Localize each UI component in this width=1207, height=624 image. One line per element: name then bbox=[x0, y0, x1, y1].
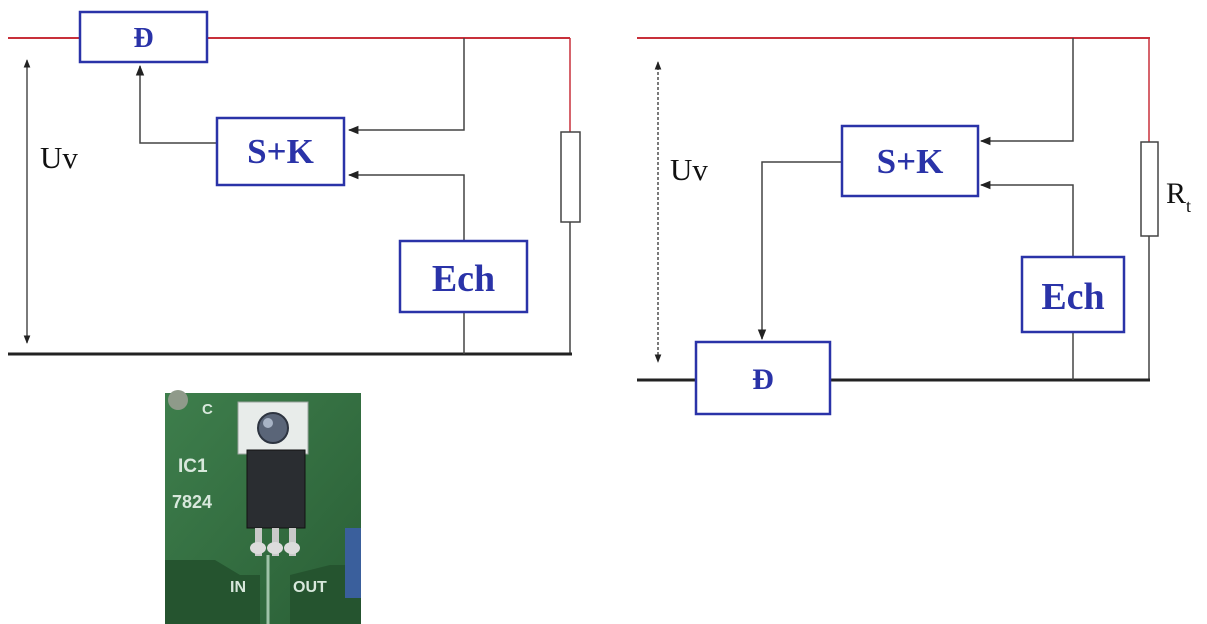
pcb-component-top-left bbox=[168, 390, 188, 410]
series-regulator-diagram: Uv Đ S+K Ech bbox=[8, 12, 580, 354]
right-load-resistor bbox=[1141, 142, 1158, 236]
left-block-ech-label: Ech bbox=[432, 258, 495, 300]
ic-solder-3 bbox=[284, 542, 300, 554]
left-load-resistor bbox=[561, 132, 580, 222]
right-block-ech-label: Ech bbox=[1041, 276, 1104, 318]
pcb-label-ic1: IC1 bbox=[178, 456, 208, 477]
left-wire-sk-to-d bbox=[140, 66, 217, 143]
ic-tab-screw-highlight bbox=[263, 418, 273, 428]
left-wire-supply-to-sk bbox=[349, 38, 464, 130]
right-voltage-label: Uv bbox=[670, 152, 708, 187]
left-wire-ech-to-sk bbox=[349, 175, 464, 241]
right-wire-sk-to-d bbox=[762, 162, 842, 339]
pcb-label-7824: 7824 bbox=[172, 492, 212, 512]
left-voltage-label: Uv bbox=[40, 140, 78, 175]
left-block-d-label: Đ bbox=[133, 23, 153, 54]
ic-body bbox=[247, 450, 305, 528]
right-wire-supply-to-sk bbox=[981, 38, 1073, 141]
ic-tab-screw bbox=[258, 413, 288, 443]
ic-solder-2 bbox=[267, 542, 283, 554]
shunt-regulator-diagram: Rt Uv S+K Ech Đ bbox=[637, 38, 1191, 414]
pcb-label-out: OUT bbox=[293, 579, 327, 596]
right-wire-ech-to-sk bbox=[981, 185, 1073, 257]
right-block-d-label: Đ bbox=[752, 363, 774, 396]
ic-7824-photo: C IC1 7824 IN OUT bbox=[165, 390, 361, 624]
pcb-label-in: IN bbox=[230, 579, 246, 596]
pcb-label-c: C bbox=[202, 401, 213, 418]
right-load-label: Rt bbox=[1166, 177, 1191, 216]
pcb-blue-component bbox=[345, 528, 361, 598]
left-block-sk-label: S+K bbox=[247, 132, 314, 171]
right-block-sk-label: S+K bbox=[877, 142, 944, 181]
ic-solder-1 bbox=[250, 542, 266, 554]
